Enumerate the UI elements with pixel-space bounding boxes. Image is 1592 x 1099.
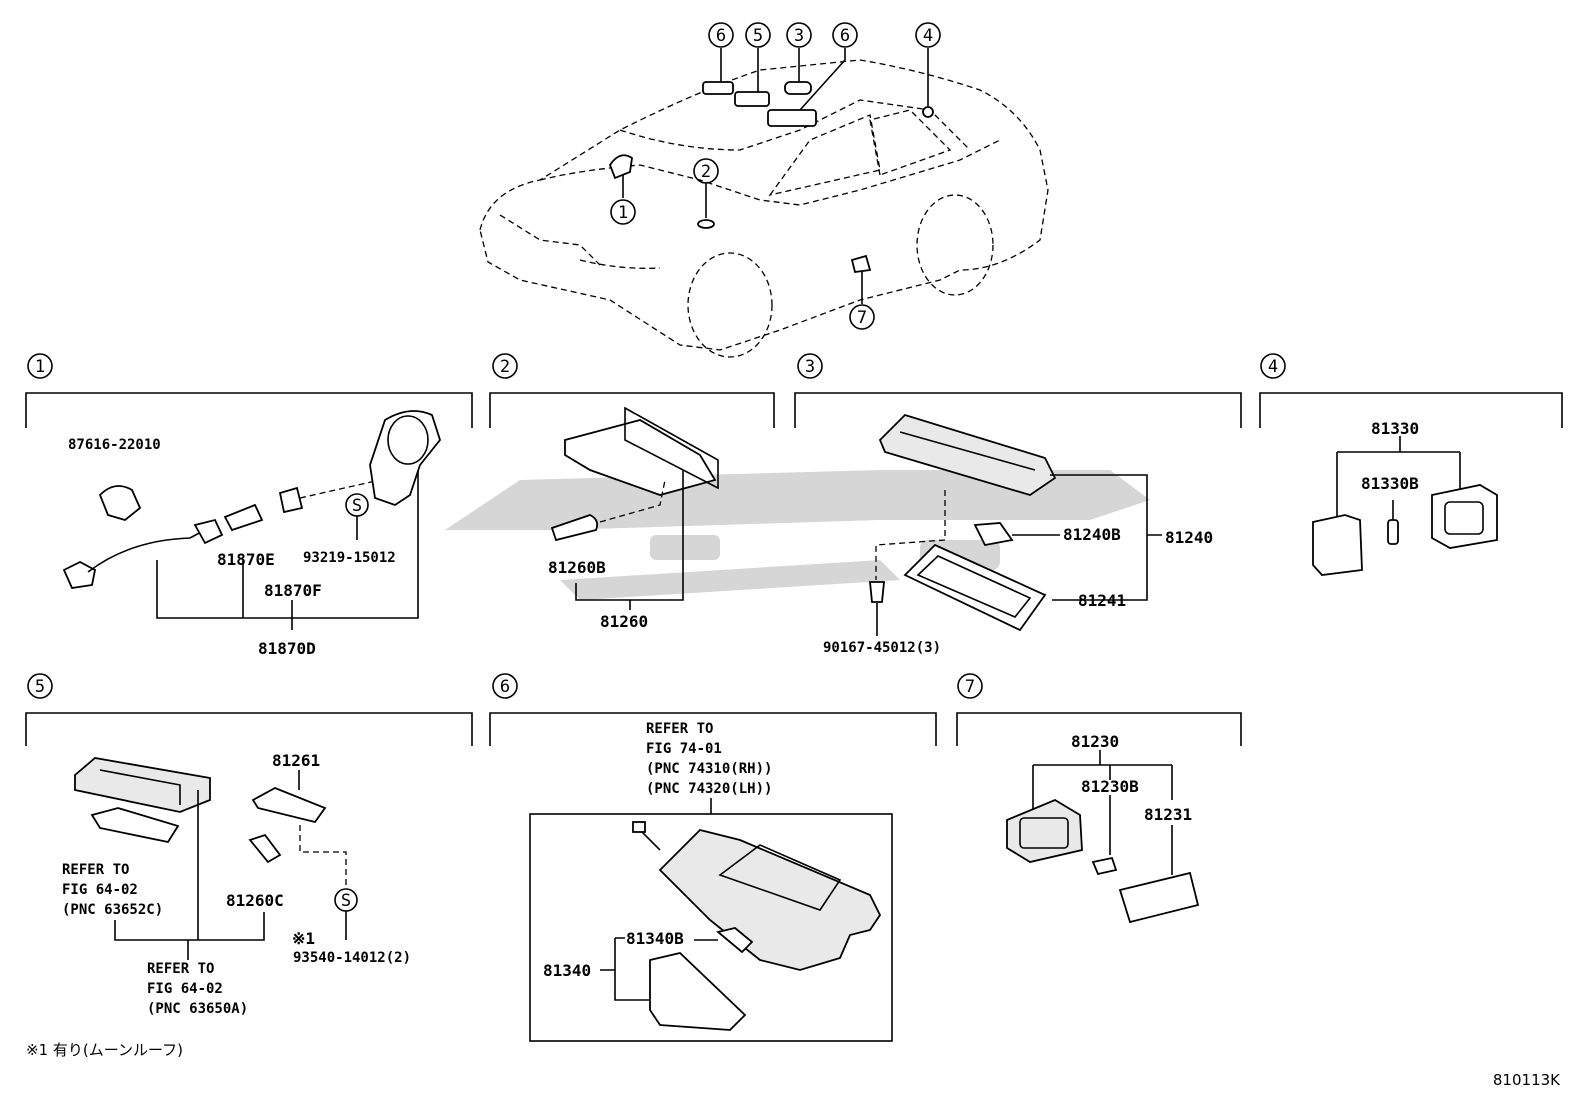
section-7-header: 7	[956, 673, 1242, 746]
callout-7: 7	[849, 304, 875, 330]
callout-1: 1	[610, 199, 636, 225]
svg-text:7: 7	[965, 677, 975, 697]
svg-text:81260: 81260	[600, 612, 648, 631]
section-2-parts: 81260B 81260	[548, 406, 719, 631]
section-3-header: 3	[794, 353, 1242, 428]
svg-text:1: 1	[618, 203, 628, 223]
footnote: ※1 有り(ムーンルーフ)	[26, 1041, 183, 1059]
car-overview	[479, 48, 1049, 358]
svg-text:(PNC 74310(RH)): (PNC 74310(RH))	[646, 761, 772, 777]
svg-text:81231: 81231	[1144, 805, 1192, 824]
section-6-header: 6	[489, 673, 937, 746]
section-2-header: 2	[489, 353, 775, 428]
svg-text:FIG 74-01: FIG 74-01	[646, 741, 722, 757]
section-5-ref-1: REFER TO FIG 64-02 (PNC 63652C)	[62, 862, 163, 918]
callout-2: 2	[693, 158, 719, 184]
section-5-ref-2: REFER TO FIG 64-02 (PNC 63650A)	[147, 961, 248, 1017]
svg-text:6: 6	[500, 677, 510, 697]
section-6-ref: REFER TO FIG 74-01 (PNC 74310(RH)) (PNC …	[646, 721, 772, 797]
svg-text:6: 6	[716, 26, 726, 46]
svg-text:5: 5	[753, 26, 763, 46]
svg-text:3: 3	[794, 26, 804, 46]
svg-text:REFER TO: REFER TO	[646, 721, 713, 737]
section-1-parts: S 87616-22010 81870E 93219-15012 81870F …	[62, 410, 442, 658]
svg-text:4: 4	[1268, 357, 1278, 377]
svg-text:81240: 81240	[1165, 528, 1213, 547]
overview-callouts: 6 5 3 6 4 2 1 7	[610, 22, 941, 330]
svg-text:81330B: 81330B	[1361, 474, 1419, 493]
svg-text:90167-45012(3): 90167-45012(3)	[823, 640, 941, 656]
callout-6-right: 6	[832, 22, 858, 48]
svg-text:81230B: 81230B	[1081, 777, 1139, 796]
section-4-header: 4	[1259, 353, 1563, 428]
svg-text:81870F: 81870F	[264, 581, 322, 600]
drawing-id: 810113K	[1493, 1071, 1561, 1089]
svg-text:6: 6	[840, 26, 850, 46]
svg-text:S: S	[341, 891, 351, 911]
svg-text:81330: 81330	[1371, 419, 1419, 438]
svg-text:81870D: 81870D	[258, 639, 316, 658]
svg-text:(PNC 63652C): (PNC 63652C)	[62, 902, 163, 918]
svg-text:FIG 64-02: FIG 64-02	[62, 882, 138, 898]
svg-text:(PNC 74320(LH)): (PNC 74320(LH))	[646, 781, 772, 797]
svg-text:※1: ※1	[292, 929, 315, 948]
svg-text:FIG 64-02: FIG 64-02	[147, 981, 223, 997]
callout-4: 4	[915, 22, 941, 48]
svg-text:81340: 81340	[543, 961, 591, 980]
svg-text:2: 2	[701, 162, 711, 182]
svg-text:1: 1	[35, 357, 45, 377]
svg-text:81340B: 81340B	[626, 929, 684, 948]
svg-text:(PNC 63650A): (PNC 63650A)	[147, 1001, 248, 1017]
svg-text:81261: 81261	[272, 751, 320, 770]
section-7-parts: 81230 81230B 81231	[1006, 732, 1200, 924]
svg-text:81260B: 81260B	[548, 558, 606, 577]
svg-text:5: 5	[35, 677, 45, 697]
svg-text:81241: 81241	[1078, 591, 1126, 610]
svg-text:REFER TO: REFER TO	[147, 961, 214, 977]
callout-3: 3	[786, 22, 812, 48]
section-6-parts: REFER TO FIG 74-01 (PNC 74310(RH)) (PNC …	[529, 721, 893, 1042]
svg-text:81870E: 81870E	[217, 550, 275, 569]
svg-text:REFER TO: REFER TO	[62, 862, 129, 878]
callout-5: 5	[745, 22, 771, 48]
svg-text:87616-22010: 87616-22010	[68, 437, 161, 453]
svg-text:93219-15012: 93219-15012	[303, 550, 396, 566]
svg-text:93540-14012(2): 93540-14012(2)	[293, 950, 411, 966]
svg-text:4: 4	[923, 26, 933, 46]
svg-text:81240B: 81240B	[1063, 525, 1121, 544]
section-headers: 1 2 3 4 5 6 7	[25, 353, 1563, 746]
svg-text:81230: 81230	[1071, 732, 1119, 751]
svg-text:7: 7	[857, 308, 867, 328]
section-5-parts: S 81261 81260C ※1 93540-14012(2) REFER T…	[62, 751, 411, 1017]
svg-text:81260C: 81260C	[226, 891, 284, 910]
callout-6-left: 6	[708, 22, 734, 48]
section-1-header: 1	[25, 353, 473, 428]
svg-text:2: 2	[500, 357, 510, 377]
svg-text:3: 3	[805, 357, 815, 377]
section-4-parts: 81330 81330B	[1312, 419, 1498, 576]
svg-text:S: S	[352, 496, 362, 516]
section-3-parts: 81240B 81240 81241 90167-45012(3)	[823, 413, 1213, 656]
section-5-header: 5	[25, 673, 473, 746]
